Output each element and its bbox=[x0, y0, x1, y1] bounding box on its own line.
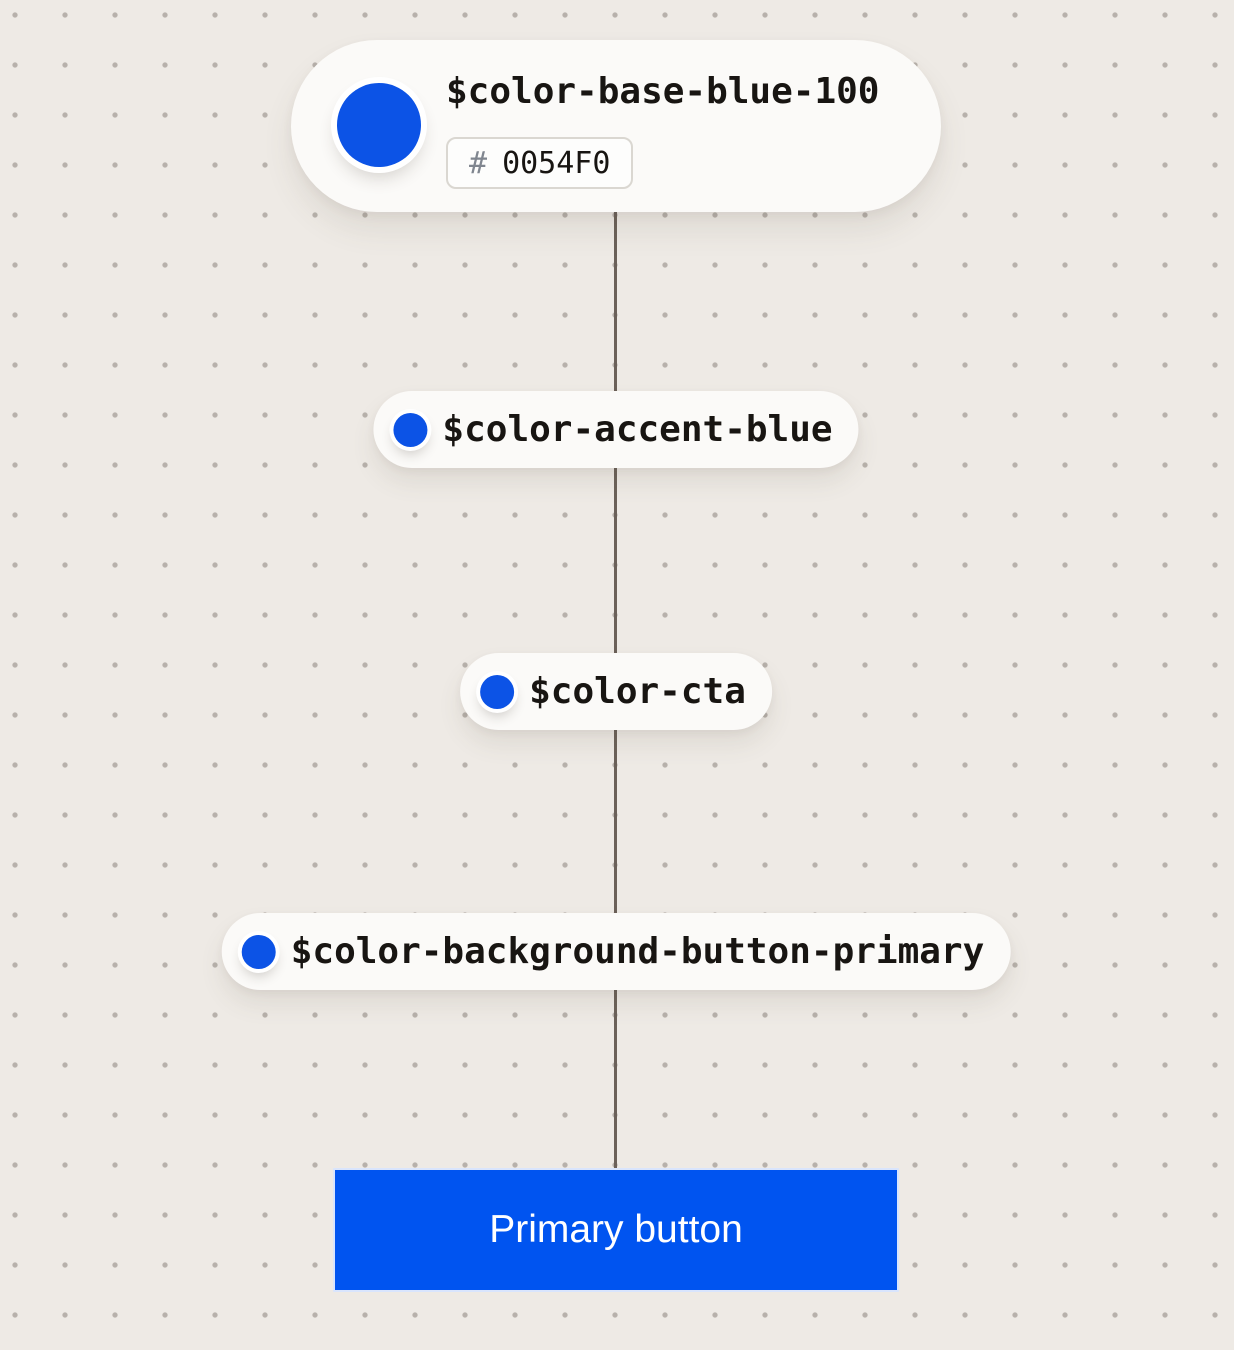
hex-value: 0054F0 bbox=[502, 145, 611, 181]
token-name: $color-base-blue-100 bbox=[446, 71, 880, 112]
color-swatch-icon bbox=[393, 412, 428, 447]
color-swatch-icon bbox=[480, 674, 515, 709]
token-name: $color-accent-blue bbox=[442, 409, 833, 450]
primary-button-label: Primary button bbox=[489, 1208, 743, 1251]
token-name: $color-cta bbox=[529, 671, 746, 712]
hex-value-chip: # 0054F0 bbox=[446, 137, 634, 189]
color-swatch-icon bbox=[337, 83, 421, 167]
token-node-background-button-primary[interactable]: $color-background-button-primary bbox=[221, 913, 1011, 990]
token-name: $color-background-button-primary bbox=[290, 931, 985, 972]
primary-button-node[interactable]: Primary button bbox=[333, 1168, 899, 1292]
token-node-cta[interactable]: $color-cta bbox=[460, 653, 772, 730]
token-node-base-blue-100[interactable]: $color-base-blue-100 # 0054F0 bbox=[291, 40, 941, 212]
hex-hash-prefix: # bbox=[469, 145, 488, 181]
token-node-accent-blue[interactable]: $color-accent-blue bbox=[373, 391, 859, 468]
color-swatch-icon bbox=[241, 934, 276, 969]
